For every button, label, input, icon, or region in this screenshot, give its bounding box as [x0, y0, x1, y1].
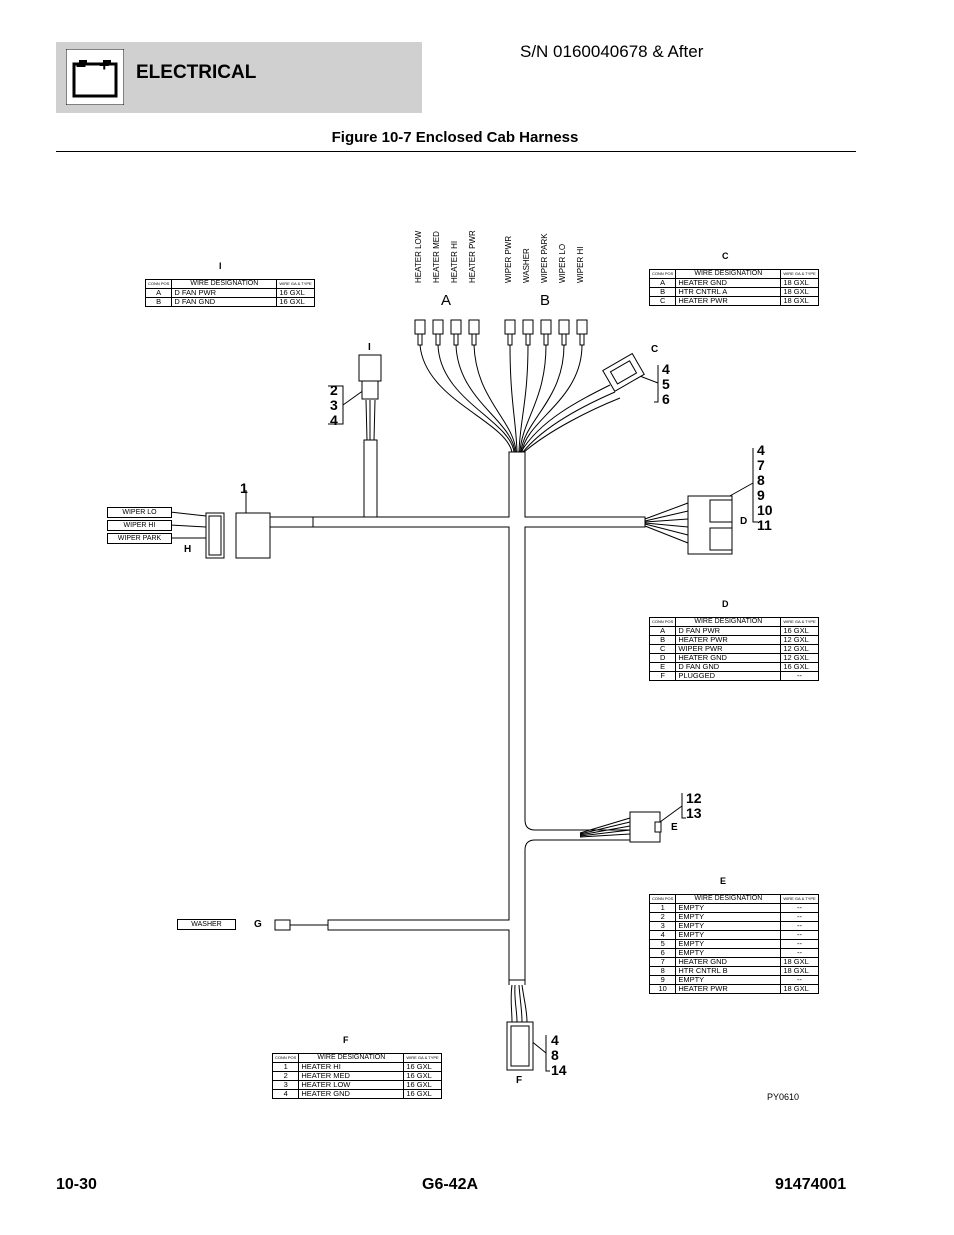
group-label-b: B	[540, 292, 551, 309]
footer-doc-number: 91474001	[775, 1176, 847, 1193]
connector-letter-e: E	[671, 822, 678, 833]
connector-letter-d: D	[740, 516, 748, 527]
footer-model: G6-42A	[422, 1176, 479, 1193]
connector-letter-i: I	[368, 342, 371, 353]
terminal-label-wiper-park: WIPER PARK	[540, 233, 549, 283]
table-label-f: F	[343, 1035, 349, 1045]
terminal-label-heater-low: HEATER LOW	[414, 230, 423, 283]
terminal-label-wiper-pwr: WIPER PWR	[504, 235, 513, 283]
connector-letter-h: H	[184, 544, 192, 555]
connector-letter-c: C	[651, 344, 659, 355]
connector-letter-f: F	[516, 1075, 523, 1086]
label-wiper-lo: WIPER LO	[107, 507, 172, 518]
item-number-h: 1	[240, 480, 248, 496]
header-banner: – +	[56, 42, 422, 113]
terminal-label-wiper-lo: WIPER LO	[558, 243, 567, 283]
terminal-label-wiper-hi: WIPER HI	[576, 246, 585, 283]
table-label-c: C	[722, 251, 729, 261]
battery-plus: +	[99, 55, 110, 75]
terminal-label-heater-med: HEATER MED	[432, 231, 441, 283]
table-label-d: D	[722, 599, 729, 609]
footer-page: 10-30	[56, 1176, 97, 1193]
label-wiper-hi: WIPER HI	[107, 520, 172, 531]
group-label-a: A	[441, 292, 452, 309]
terminal-label-heater-pwr: HEATER PWR	[468, 230, 477, 283]
table-label-e: E	[720, 876, 727, 886]
table-label-i: I	[219, 261, 222, 271]
part-number: PY0610	[767, 1092, 800, 1102]
header-rule	[56, 151, 856, 152]
label-wiper-park: WIPER PARK	[107, 533, 172, 544]
battery-minus: –	[76, 55, 87, 75]
terminal-label-washer: WASHER	[522, 248, 531, 283]
serial-number: S/N 0160040678 & After	[520, 42, 704, 61]
battery-icon	[66, 49, 124, 105]
figure-title: Figure 10-7 Enclosed Cab Harness	[331, 129, 579, 146]
connector-letter-g: G	[254, 919, 262, 930]
label-washer: WASHER	[177, 919, 236, 930]
section-title: ELECTRICAL	[136, 62, 257, 83]
terminal-label-heater-hi: HEATER HI	[450, 240, 459, 283]
